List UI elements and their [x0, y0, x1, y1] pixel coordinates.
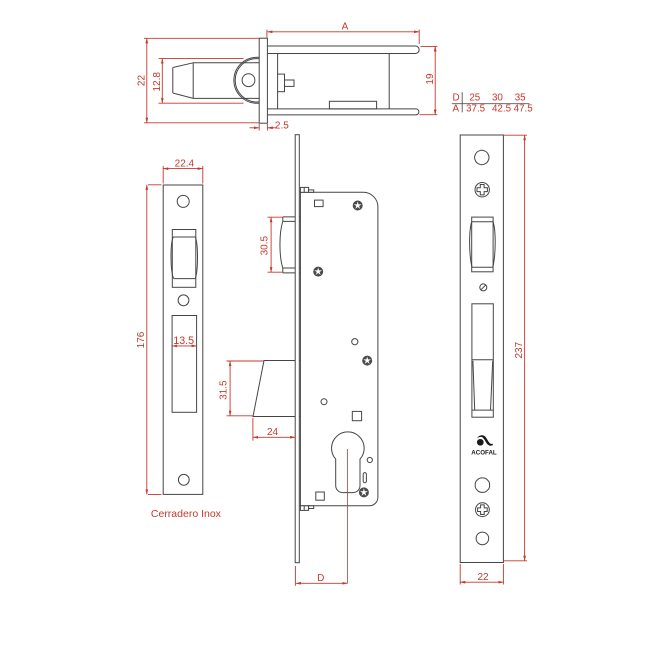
svg-text:25: 25	[469, 92, 480, 103]
svg-text:2.5: 2.5	[275, 120, 289, 131]
svg-text:37.5: 37.5	[466, 104, 486, 115]
svg-text:30.5: 30.5	[259, 236, 270, 256]
svg-text:31.5: 31.5	[219, 380, 230, 400]
svg-text:12.8: 12.8	[152, 72, 163, 92]
svg-text:35: 35	[515, 92, 526, 103]
svg-text:22: 22	[136, 75, 147, 87]
svg-text:237: 237	[514, 341, 525, 358]
svg-text:ACOFAL: ACOFAL	[471, 450, 497, 457]
svg-text:13.5: 13.5	[173, 335, 194, 347]
svg-text:42.5: 42.5	[492, 104, 512, 115]
svg-text:D: D	[317, 573, 324, 584]
svg-text:30: 30	[492, 92, 503, 103]
svg-text:24: 24	[267, 427, 279, 438]
svg-text:22: 22	[477, 572, 489, 583]
svg-text:A: A	[342, 21, 349, 32]
svg-text:Cerradero Inox: Cerradero Inox	[151, 508, 222, 520]
svg-text:47.5: 47.5	[514, 104, 534, 115]
svg-text:19: 19	[425, 73, 436, 85]
svg-text:176: 176	[136, 331, 147, 348]
svg-text:22.4: 22.4	[175, 159, 195, 170]
svg-text:D: D	[452, 92, 459, 103]
svg-text:A: A	[453, 104, 460, 115]
